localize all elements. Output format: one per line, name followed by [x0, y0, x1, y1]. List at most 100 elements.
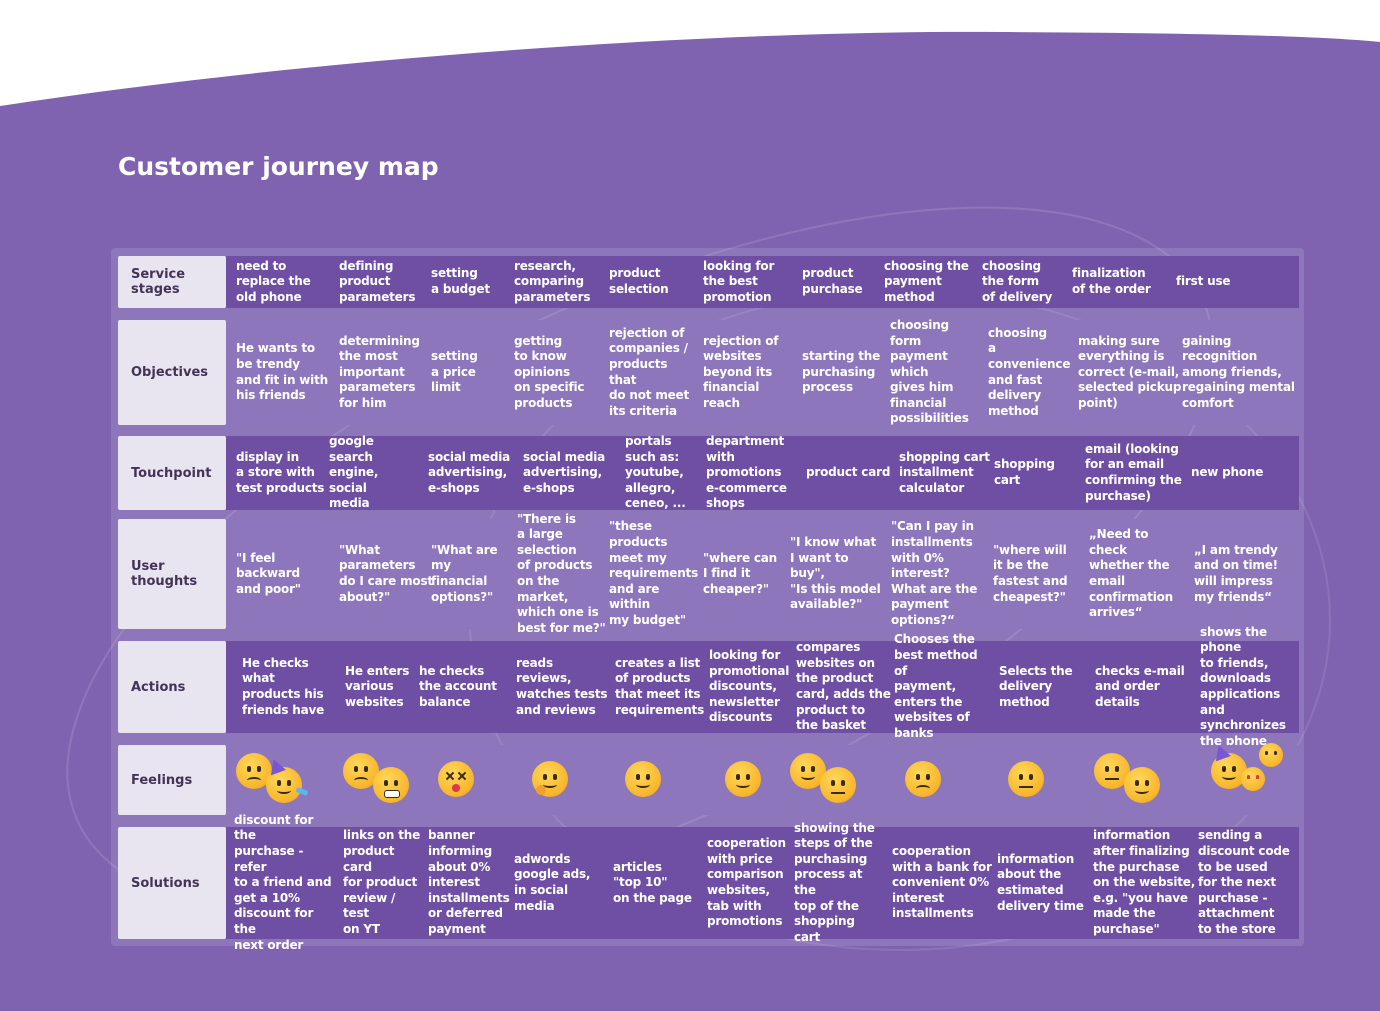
journey-cell: „Need to check whether the email confirm…	[1089, 519, 1189, 629]
cell-text: shopping cart	[994, 457, 1055, 487]
journey-cell: adwords google ads, in social media	[514, 827, 607, 939]
cell-text: He enters various websites	[345, 663, 410, 709]
journey-cell: Selects the delivery method	[999, 641, 1089, 733]
journey-cell: cooperation with a bank for convenient 0…	[892, 827, 992, 939]
cell-text: banner informing about 0% interest insta…	[428, 828, 510, 936]
cell-text: choosing a convenience and fast delivery…	[988, 325, 1071, 418]
cell-text: google search engine, social media	[329, 434, 379, 511]
cell-text: Chooses the best method of payment, ente…	[894, 632, 978, 740]
cell-text: "What are my financial options?"	[431, 542, 498, 604]
cell-text: email (looking for an email confirming t…	[1085, 441, 1182, 503]
cell-text: product selection	[609, 266, 669, 296]
journey-cell: determining the most important parameter…	[339, 320, 421, 425]
cell-text: shopping cart installment calculator	[899, 449, 990, 495]
journey-cell: sending a discount code to be used for t…	[1198, 827, 1298, 939]
row-band	[226, 320, 1299, 425]
cell-text: "I feel backward and poor"	[236, 550, 301, 596]
cell-text: information after finalizing the purchas…	[1093, 828, 1196, 936]
journey-cell: "What parameters do I care most about?"	[339, 519, 434, 629]
cell-text: display in a store with test products	[236, 449, 325, 495]
cell-text: cooperation with price comparison websit…	[707, 836, 786, 929]
cell-text: gaining recognition among friends, regai…	[1182, 333, 1295, 410]
journey-cell: information about the estimated delivery…	[997, 827, 1087, 939]
cell-text: „I am trendy and on time! will impress m…	[1194, 542, 1278, 604]
cell-text: portals such as: youtube, allegro, ceneo…	[625, 434, 686, 511]
journey-cell: checks e-mail and order details	[1095, 641, 1195, 733]
journey-cell: shopping cart	[994, 436, 1084, 510]
journey-cell: links on the product card for product re…	[343, 827, 425, 939]
cell-text: choosing the form of delivery	[982, 258, 1053, 304]
cell-text: He wants to be trendy and fit in with hi…	[236, 341, 328, 403]
cell-text: department with promotions e-commerce sh…	[706, 434, 787, 511]
smile-face-icon	[1259, 743, 1283, 767]
journey-cell: choosing form payment which gives him fi…	[890, 318, 990, 426]
row-band	[226, 256, 1299, 308]
cell-text: adwords google ads, in social media	[514, 851, 591, 913]
cell-text: reads reviews, watches tests and reviews	[516, 655, 608, 717]
journey-cell: choosing the form of delivery	[982, 256, 1072, 308]
cell-text: new phone	[1191, 465, 1264, 480]
flat-face-icon	[820, 767, 856, 803]
smile-face-icon	[1124, 767, 1160, 803]
cell-text: first use	[1176, 274, 1231, 289]
cell-text: cooperation with a bank for convenient 0…	[892, 844, 992, 921]
cell-text: setting a price limit	[431, 349, 478, 395]
cell-text: „Need to check whether the email confirm…	[1089, 527, 1173, 620]
cell-text: "where will it be the fastest and cheape…	[993, 542, 1068, 604]
journey-cell: He enters various websites	[345, 641, 427, 733]
cell-text: looking for the best promotion	[703, 258, 775, 304]
cell-text: need to replace the old phone	[236, 258, 311, 304]
journey-cell: social media advertising, e-shops	[428, 436, 520, 510]
journey-cell: "Can I pay in installments with 0% inter…	[891, 519, 981, 629]
journey-cell: starting the purchasing process	[802, 320, 882, 425]
row-label: Touchpoint	[118, 436, 226, 510]
cell-text: articles "top 10" on the page	[613, 859, 692, 905]
cell-text: setting a budget	[431, 266, 490, 296]
journey-cell: social media advertising, e-shops	[523, 436, 616, 510]
cell-text: sending a discount code to be used for t…	[1198, 828, 1290, 936]
row-band	[226, 519, 1299, 629]
journey-cell: compares websites on the product card, a…	[796, 640, 891, 733]
journey-cell: product card	[806, 436, 891, 510]
cell-text: defining product parameters	[339, 258, 416, 304]
row-label: Feelings	[118, 745, 226, 815]
cell-text: shows the phone to friends, downloads ap…	[1200, 624, 1286, 748]
flat-face-icon	[1008, 761, 1044, 797]
cell-text: He checks what products his friends have	[242, 655, 325, 717]
row-label: User thoughts	[118, 519, 226, 629]
journey-cell: banner informing about 0% interest insta…	[428, 827, 510, 939]
journey-cell: looking for promotional discounts, newsl…	[709, 641, 794, 733]
grit-face-icon	[373, 767, 409, 803]
eyebrow-face-icon	[625, 761, 661, 797]
cell-text: looking for promotional discounts, newsl…	[709, 648, 790, 725]
journey-cell: "where can I find it cheaper?"	[703, 519, 783, 629]
journey-cell: he checks the account balance	[419, 641, 511, 733]
journey-cell: "What are my financial options?"	[431, 519, 521, 629]
journey-cell: setting a budget	[431, 256, 513, 308]
journey-cell: portals such as: youtube, allegro, ceneo…	[625, 434, 700, 511]
journey-cell: showing the steps of the purchasing proc…	[794, 821, 884, 944]
cell-text: links on the product card for product re…	[343, 828, 421, 936]
row-label: Service stages	[118, 256, 226, 308]
journey-cell: rejection of websites beyond its financi…	[703, 320, 791, 425]
heart-face-icon	[1241, 767, 1265, 791]
journey-cell: "I know what I want to buy", "Is this mo…	[790, 519, 885, 629]
journey-cell: "There is a large selection of products …	[517, 512, 610, 635]
cell-text: checks e-mail and order details	[1095, 663, 1185, 709]
cell-text: he checks the account balance	[419, 663, 497, 709]
row-user-thoughts: User thoughts"I feel backward and poor" "…	[118, 512, 1299, 635]
page-title: Customer journey map	[118, 152, 439, 181]
journey-cell: setting a price limit	[431, 320, 513, 425]
row-label: Solutions	[118, 827, 226, 939]
dead-face-icon	[438, 761, 474, 797]
journey-cell: shows the phone to friends, downloads ap…	[1200, 625, 1300, 748]
cell-text: getting to know opinions on specific pro…	[514, 333, 585, 410]
cell-text: product card	[806, 465, 891, 480]
journey-cell: „I am trendy and on time! will impress m…	[1194, 519, 1294, 629]
journey-cell: shopping cart installment calculator	[899, 436, 999, 510]
cell-text: creates a list of products that meet its…	[615, 655, 705, 717]
journey-cell: He checks what products his friends have	[242, 641, 342, 733]
journey-cell: discount for the purchase - refer to a f…	[234, 813, 334, 952]
